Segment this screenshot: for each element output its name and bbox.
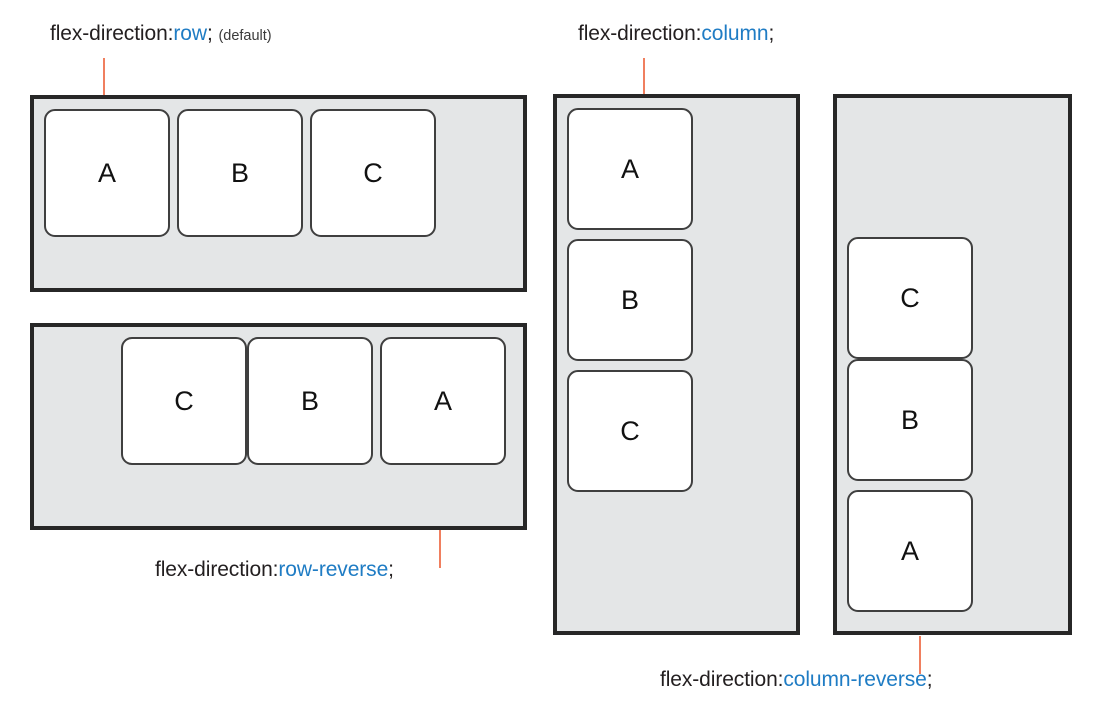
- flex-container-column: A B C: [553, 94, 800, 635]
- label-semicolon: ;: [206, 22, 213, 45]
- label-semicolon: ;: [768, 22, 775, 45]
- flex-item: B: [177, 109, 303, 237]
- label-flex-direction-row-reverse: flex-direction:row-reverse;: [155, 558, 394, 582]
- flex-container-row: A B C: [30, 95, 527, 292]
- label-semicolon: ;: [926, 668, 933, 691]
- flex-item: B: [567, 239, 693, 361]
- label-value-row-reverse: row-reverse: [278, 558, 389, 581]
- flex-item: B: [247, 337, 373, 465]
- leader-line-column: [643, 58, 645, 95]
- flex-item: C: [310, 109, 436, 237]
- flex-item: C: [121, 337, 247, 465]
- flex-item: C: [567, 370, 693, 492]
- flex-item: C: [847, 237, 973, 359]
- leader-line-row-reverse: [439, 530, 441, 568]
- flex-item: A: [567, 108, 693, 230]
- flex-item: A: [380, 337, 506, 465]
- label-flex-direction-row: flex-direction:row; (default): [50, 22, 272, 46]
- label-property-text: flex-direction:: [660, 668, 784, 691]
- label-value-column-reverse: column-reverse: [783, 668, 927, 691]
- flex-item: A: [44, 109, 170, 237]
- label-flex-direction-column-reverse: flex-direction:column-reverse;: [660, 668, 933, 692]
- flex-container-column-reverse: A B C: [833, 94, 1072, 635]
- label-note-default: (default): [218, 28, 272, 44]
- label-property-text: flex-direction:: [578, 22, 702, 45]
- label-property-text: flex-direction:: [50, 22, 174, 45]
- label-property-text: flex-direction:: [155, 558, 279, 581]
- flex-item: A: [847, 490, 973, 612]
- flex-item: B: [847, 359, 973, 481]
- label-value-column: column: [701, 22, 769, 45]
- label-flex-direction-column: flex-direction:column;: [578, 22, 774, 46]
- leader-line-row: [103, 58, 105, 96]
- leader-line-column-reverse: [919, 636, 921, 674]
- flex-container-row-reverse: A B C: [30, 323, 527, 530]
- label-value-row: row: [173, 22, 207, 45]
- label-semicolon: ;: [388, 558, 394, 581]
